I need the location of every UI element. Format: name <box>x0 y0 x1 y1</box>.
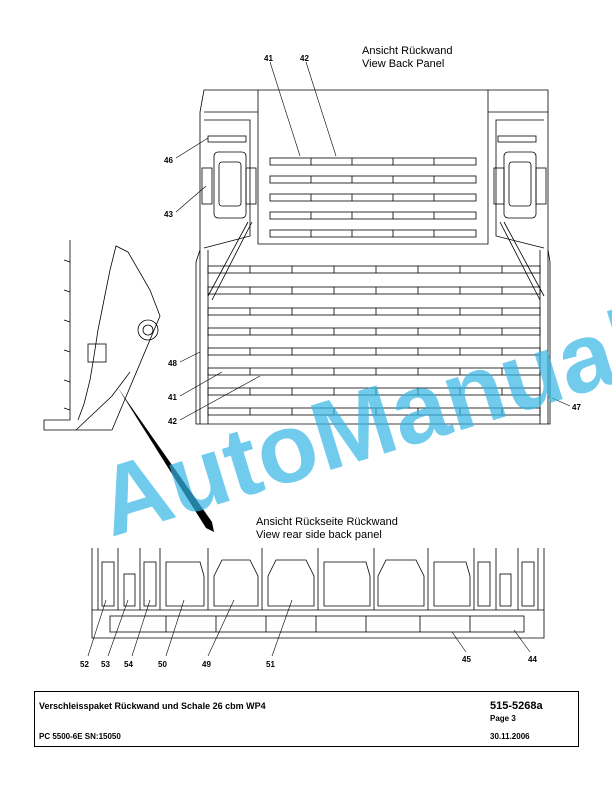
callout-51: 51 <box>266 660 275 669</box>
callout-54: 54 <box>124 660 133 669</box>
detail-arrow <box>118 388 214 532</box>
callout-43: 43 <box>164 210 173 219</box>
view-rear-side-en: View rear side back panel <box>256 529 382 541</box>
callout-49: 49 <box>202 660 211 669</box>
callout-45: 45 <box>462 655 471 664</box>
callout-50: 50 <box>158 660 167 669</box>
footer-page: Page 3 <box>490 714 516 723</box>
back-panel-view <box>195 89 551 425</box>
footer-model: PC 5500-6E SN:15050 <box>39 732 121 741</box>
callout-52: 52 <box>80 660 89 669</box>
callout-42-left: 42 <box>168 417 177 426</box>
callout-41-top: 41 <box>264 54 273 63</box>
callout-41-left: 41 <box>168 393 177 402</box>
callout-48: 48 <box>168 359 177 368</box>
callout-46: 46 <box>164 156 173 165</box>
callout-44: 44 <box>528 655 537 664</box>
rear-side-view <box>91 548 545 639</box>
view-back-panel-en: View Back Panel <box>362 58 444 70</box>
side-profile-view <box>43 240 161 431</box>
callout-42-top: 42 <box>300 54 309 63</box>
view-rear-side-de: Ansicht Rückseite Rückwand <box>256 516 398 528</box>
title-block: Verschleisspaket Rückwand und Schale 26 … <box>34 691 579 747</box>
callout-47: 47 <box>572 403 581 412</box>
footer-doc-number: 515-5268a <box>490 700 543 712</box>
footer-title: Verschleisspaket Rückwand und Schale 26 … <box>39 701 266 711</box>
footer-date: 30.11.2006 <box>490 732 530 741</box>
callout-53: 53 <box>101 660 110 669</box>
view-back-panel-de: Ansicht Rückwand <box>362 45 453 57</box>
